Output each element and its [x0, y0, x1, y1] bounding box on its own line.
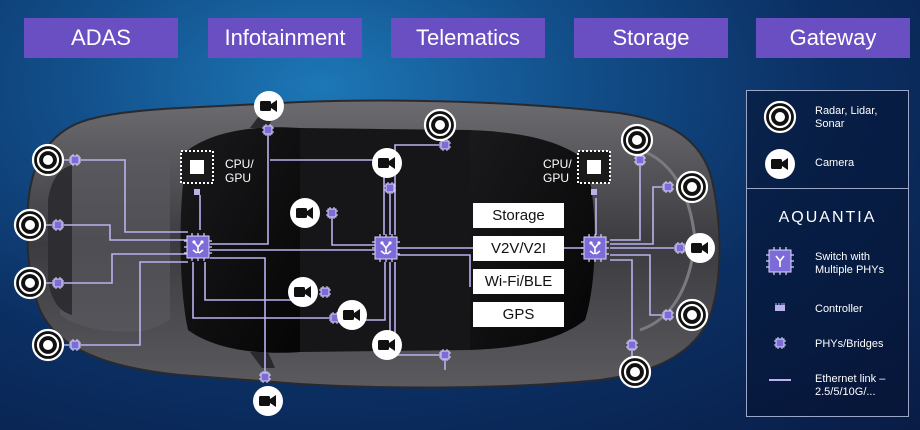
phy-icon: [68, 153, 82, 167]
legend-ethernet-label: Ethernet link – 2.5/5/10G/...: [815, 373, 886, 398]
feature-gps: GPS: [473, 302, 564, 327]
switch-icon: [371, 233, 401, 263]
phy-icon: [661, 180, 675, 194]
legend-radar-label: Radar, Lidar, Sonar: [815, 105, 878, 130]
controller-icon: [775, 303, 785, 311]
radar-icon: [423, 108, 457, 142]
legend-divider: [747, 188, 908, 189]
phy-icon: [774, 337, 786, 349]
feature-v2v-v2i: V2V/V2I: [473, 236, 564, 261]
cpu-chip-icon: [180, 150, 214, 195]
radar-icon: [763, 100, 797, 134]
phy-icon: [661, 308, 675, 322]
camera-icon: [290, 198, 320, 228]
radar-icon: [13, 266, 47, 300]
legend-switch-label: Switch with Multiple PHYs: [815, 251, 885, 276]
radar-icon: [675, 170, 709, 204]
radar-icon: [31, 143, 65, 177]
legend-phy-label: PHYs/Bridges: [815, 338, 884, 350]
radar-icon: [618, 355, 652, 389]
cpu-chip-icon: [577, 150, 611, 195]
phy-icon: [438, 348, 452, 362]
phy-icon: [625, 338, 639, 352]
camera-icon: [337, 300, 367, 330]
camera-icon: [685, 233, 715, 263]
category-storage: Storage: [574, 18, 728, 58]
phy-icon: [673, 241, 687, 255]
phy-icon: [261, 123, 275, 137]
radar-icon: [13, 208, 47, 242]
legend: Radar, Lidar, Sonar Camera AQUANTIA Swit…: [746, 90, 909, 417]
legend-camera-label: Camera: [815, 157, 855, 169]
ethernet-link-icon: [769, 379, 791, 381]
camera-icon: [253, 386, 283, 416]
phy-icon: [68, 338, 82, 352]
phy-icon: [383, 181, 397, 195]
radar-icon: [620, 123, 654, 157]
category-adas: ADAS: [24, 18, 178, 58]
phy-icon: [318, 285, 332, 299]
windshield: [180, 127, 300, 353]
camera-icon: [372, 330, 402, 360]
camera-icon: [254, 91, 284, 121]
feature-wifi-ble: Wi-Fi/BLE: [473, 269, 564, 294]
cpu-gpu-label: CPU/ GPU: [225, 157, 254, 185]
switch-icon: [183, 232, 213, 262]
feature-storage: Storage: [473, 203, 564, 228]
switch-icon: [580, 233, 610, 263]
switch-icon: [766, 247, 794, 275]
phy-icon: [51, 218, 65, 232]
aquantia-logo: AQUANTIA: [778, 209, 877, 226]
radar-icon: [675, 298, 709, 332]
phy-icon: [51, 276, 65, 290]
radar-icon: [31, 328, 65, 362]
category-infotainment: Infotainment: [208, 18, 362, 58]
camera-icon: [765, 149, 795, 179]
cpu-gpu-label: CPU/ GPU: [543, 157, 572, 185]
phy-icon: [258, 370, 272, 384]
camera-icon: [372, 148, 402, 178]
category-gateway: Gateway: [756, 18, 910, 58]
phy-icon: [325, 206, 339, 220]
category-telematics: Telematics: [391, 18, 545, 58]
legend-controller-label: Controller: [815, 303, 863, 315]
camera-icon: [288, 277, 318, 307]
